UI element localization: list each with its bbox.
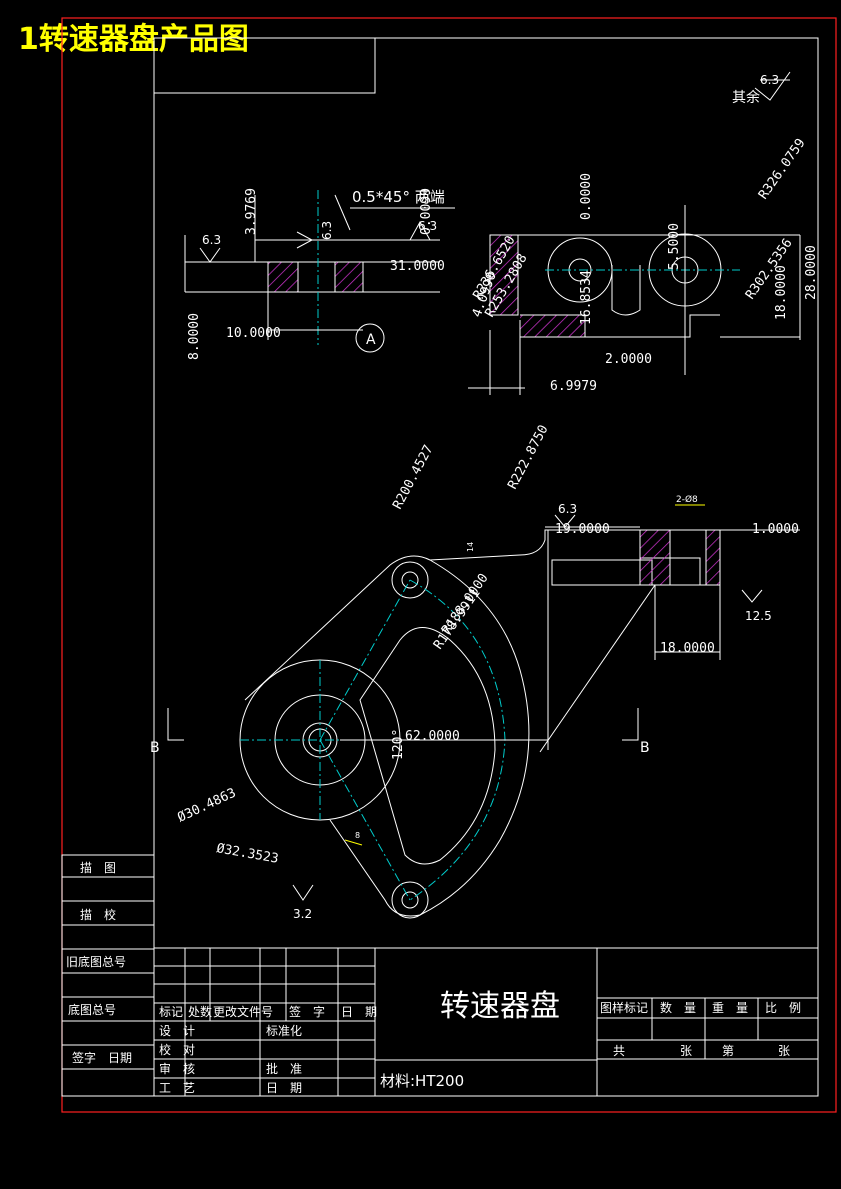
dim-19: 19.0000 [555,522,610,537]
dim-3-9769: 3.9769 [244,188,259,235]
dim-62: 62.0000 [405,729,460,744]
dim-6-9979: 6.9979 [550,379,597,394]
dim-10: 10.0000 [226,326,281,341]
section-b-right: B [640,740,650,756]
corner-box [153,37,376,94]
hdr-col-2: 处数 [188,1004,212,1019]
rh-4: 比 例 [765,1001,801,1015]
role-date: 日 期 [266,1081,302,1095]
dim-14: 14 [466,542,475,552]
rest-value: 6.3 [760,73,779,87]
main-view [167,504,800,919]
rough-d: 6.3 [558,502,577,516]
dim-r326: R326.0759 [756,136,809,202]
hdr-col-5: 日 期 [341,1005,377,1019]
rf-3: 第 [722,1044,734,1058]
rf-4: 张 [778,1044,790,1058]
hdr-col-3: 更改文件号 [213,1004,273,1019]
left-row-4: 底图总号 [68,1002,116,1017]
dim-r188: R188.0000 [439,571,492,637]
rf-2: 张 [680,1044,692,1058]
angle-120: 120° [391,729,406,760]
part-name: 转速器盘 [440,989,560,1024]
rough-a: 6.3 [202,233,221,247]
left-row-5: 签字 日期 [72,1050,132,1065]
rest-roughness [754,71,791,101]
dim-0-0099: 0.0099 [419,188,434,235]
dim-18: 18.0000 [774,265,789,320]
dim-16-8: 16.8534 [579,270,594,325]
rest-label: 其余 [732,89,760,106]
dim-28: 28.0000 [804,245,819,300]
role-standard: 标准化 [266,1024,302,1038]
rh-3: 重 量 [712,1001,748,1015]
top-right-view [468,205,801,395]
dim-31: 31.0000 [390,259,445,274]
role-review: 审 核 [159,1061,195,1076]
hdr-col-1: 标记 [159,1005,183,1019]
role-design: 设 计 [159,1024,195,1038]
dim-phi32: Ø32.3523 [215,841,279,867]
left-row-1: 描 图 [80,861,116,875]
chamfer-note: 0.5*45° 两端 [352,188,445,206]
dim-2: 2.0000 [605,352,652,367]
rh-2: 数 量 [660,1000,696,1015]
dim-18-main: 18.0000 [660,641,715,656]
rough-b: 6.3 [320,221,334,240]
role-process: 工 艺 [159,1081,195,1095]
dim-r200: R200.4527 [390,443,436,512]
title-block-grid [153,947,819,1097]
dim-1: 1.0000 [752,522,799,537]
left-row-2: 描 校 [80,907,116,922]
left-row-3: 旧底图总号 [66,954,126,969]
dim-0: 0.0000 [579,173,594,220]
section-a-label: A [366,332,376,348]
rough-e: 12.5 [745,609,772,623]
rough-f: 3.2 [293,907,312,921]
rough-c: 6.3 [418,219,437,233]
material-label: 材料:HT200 [380,1072,464,1090]
role-approve: 批 准 [266,1061,302,1076]
role-check: 校 对 [159,1042,195,1057]
rh-1: 图样标记 [600,1000,648,1015]
banner-title: 1转速器盘产品图 [18,22,249,57]
hdr-col-4: 签 字 [289,1004,325,1019]
dim-phi8: 2-Ø8 [676,494,698,505]
outer-border [61,17,837,1113]
top-section-view [184,190,455,353]
dim-8: 8.0000 [187,313,202,360]
dim-8b: 8 [355,831,360,840]
dim-5-5: 5.5000 [667,223,682,270]
dim-r222: R222.8750 [505,423,551,492]
dim-phi30: Ø30.4863 [175,786,238,826]
section-b-left: B [150,740,160,756]
rf-1: 共 [613,1044,625,1058]
